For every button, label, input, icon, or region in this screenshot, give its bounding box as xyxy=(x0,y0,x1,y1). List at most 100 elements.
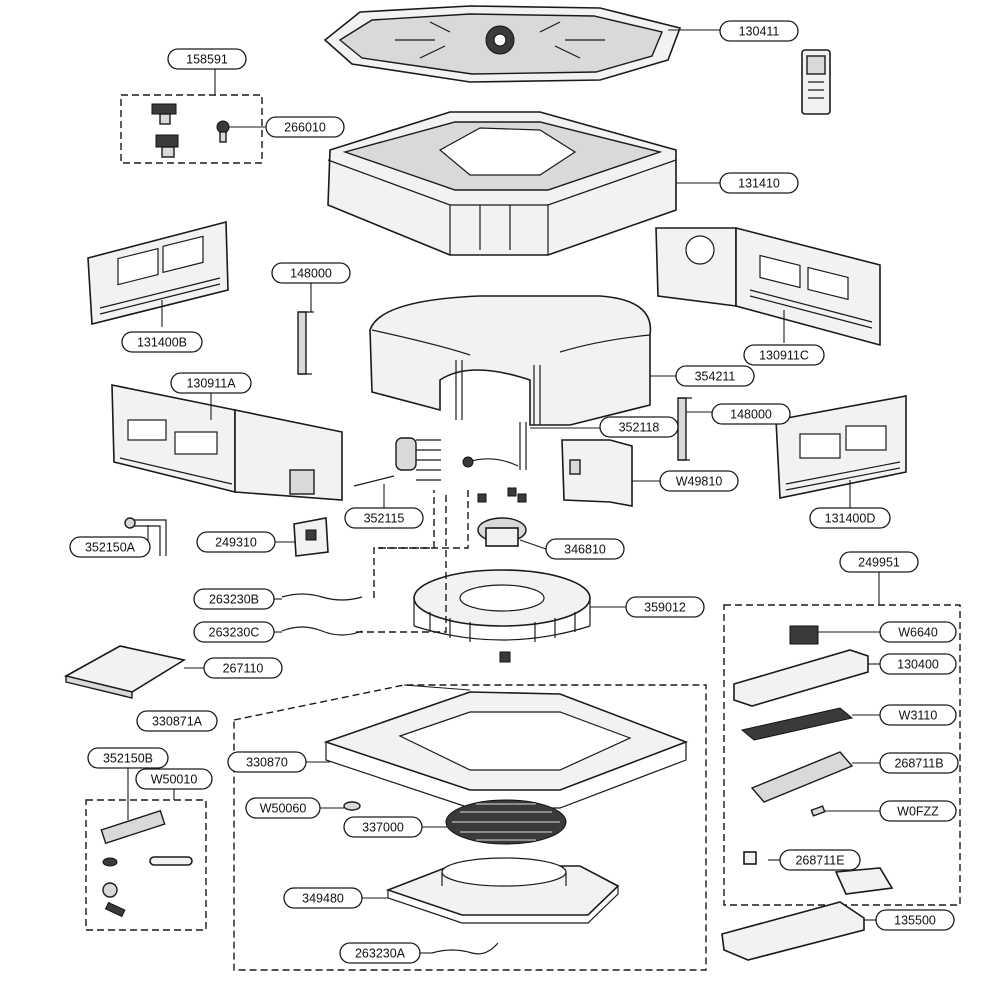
label-263230B: 263230B xyxy=(193,588,275,610)
part-249310-bracket xyxy=(293,517,329,557)
label-263230A: 263230A xyxy=(339,942,421,964)
part-352118-pipe xyxy=(462,422,527,470)
label-352118: 352118 xyxy=(599,416,679,438)
label-text: 131400D xyxy=(825,512,876,526)
label-130411: 130411 xyxy=(719,20,799,42)
label-text: W6640 xyxy=(898,626,938,640)
label-266010: 266010 xyxy=(265,116,345,138)
part-349480-bell-mouth xyxy=(385,857,620,924)
label-text: 131410 xyxy=(738,177,780,191)
label-131400D: 131400D xyxy=(809,507,891,529)
label-text: 268711B xyxy=(894,757,943,771)
label-text: W49810 xyxy=(676,475,723,489)
label-130911A: 130911A xyxy=(170,372,252,394)
label-148000-2: 148000 xyxy=(711,403,791,425)
label-249951: 249951 xyxy=(839,551,919,573)
label-249310: 249310 xyxy=(196,531,276,553)
label-text: 135500 xyxy=(894,914,936,928)
label-text: 158591 xyxy=(186,53,228,67)
label-352150A: 352150A xyxy=(69,536,151,558)
label-148000: 148000 xyxy=(271,262,351,284)
label-text: 268711E xyxy=(795,854,844,868)
label-text: 263230A xyxy=(355,947,406,961)
part-131400D-side-panel xyxy=(775,395,907,499)
part-158591-fasteners xyxy=(120,94,263,164)
label-text: 130400 xyxy=(897,658,939,672)
label-text: 352115 xyxy=(364,512,405,526)
label-337000: 337000 xyxy=(343,816,423,838)
label-158591: 158591 xyxy=(167,48,247,70)
label-268711E: 268711E xyxy=(779,849,861,871)
label-text: 263230B xyxy=(209,593,259,607)
part-148000-bracket-2 xyxy=(677,397,692,461)
label-135500: 135500 xyxy=(875,909,955,931)
part-330870-drain-pan xyxy=(233,651,707,971)
label-text: W50010 xyxy=(151,773,198,787)
label-text: 352150B xyxy=(103,752,153,766)
part-131410-casing xyxy=(327,111,677,256)
label-text: 346810 xyxy=(564,543,606,557)
label-text: 352118 xyxy=(619,421,660,435)
label-text: 148000 xyxy=(730,408,772,422)
part-249951-pcb-assembly xyxy=(723,604,961,906)
leader-lines xyxy=(127,29,880,954)
label-W50010: W50010 xyxy=(135,768,213,790)
label-W3110: W3110 xyxy=(879,704,957,726)
label-352150B: 352150B xyxy=(87,747,169,769)
part-135500-cover xyxy=(721,901,865,961)
label-130911C: 130911C xyxy=(743,344,825,366)
label-text: 130411 xyxy=(739,25,780,39)
label-263230C: 263230C xyxy=(193,621,275,643)
label-W49810: W49810 xyxy=(659,470,739,492)
label-text: 330871A xyxy=(152,715,203,729)
label-text: 130911A xyxy=(186,377,236,391)
part-W49810-control-box xyxy=(561,439,633,507)
label-W0FZZ: W0FZZ xyxy=(879,800,957,822)
label-131400B: 131400B xyxy=(121,331,203,353)
label-text: W50060 xyxy=(260,802,307,816)
label-text: W3110 xyxy=(899,709,938,723)
part-267110-cover xyxy=(63,645,187,699)
label-W6640: W6640 xyxy=(879,621,957,643)
part-131400B-side-panel xyxy=(87,220,229,326)
part-130911A-side-panel xyxy=(111,384,343,501)
label-text: 249951 xyxy=(858,556,900,570)
label-text: 131400B xyxy=(137,336,187,350)
label-text: 349480 xyxy=(302,892,344,906)
part-W50010-drain-kit xyxy=(85,799,207,931)
label-131410: 131410 xyxy=(719,172,799,194)
label-359012: 359012 xyxy=(625,596,705,618)
remote-controller xyxy=(801,49,831,115)
part-352115-pipe-assembly xyxy=(353,437,441,487)
part-263230A-wire xyxy=(431,942,499,955)
part-W50060-grommet xyxy=(343,801,361,811)
label-346810: 346810 xyxy=(545,538,625,560)
part-352150A-drain-pipe xyxy=(124,517,167,556)
part-337000-grille xyxy=(445,799,567,845)
label-354211: 354211 xyxy=(675,365,755,387)
part-148000-bracket xyxy=(297,311,314,375)
label-text: 354211 xyxy=(695,370,736,384)
label-text: 337000 xyxy=(362,821,404,835)
label-text: 148000 xyxy=(290,267,332,281)
label-330871A: 330871A xyxy=(136,710,218,732)
part-130411-top-plate xyxy=(323,5,682,83)
label-text: 263230C xyxy=(209,626,260,640)
label-text: 249310 xyxy=(215,536,257,550)
label-349480: 349480 xyxy=(283,887,363,909)
label-text: 352150A xyxy=(85,541,136,555)
part-263230-wires xyxy=(281,593,363,636)
label-text: W0FZZ xyxy=(897,805,939,819)
label-267110: 267110 xyxy=(203,657,283,679)
label-352115: 352115 xyxy=(344,507,424,529)
label-text: 267110 xyxy=(223,662,264,676)
label-text: 266010 xyxy=(284,121,326,135)
label-330870: 330870 xyxy=(227,751,307,773)
label-268711B: 268711B xyxy=(879,752,959,774)
part-354211-heat-exchanger xyxy=(369,295,652,426)
label-text: 130911C xyxy=(759,349,809,363)
part-130911C-side-panel xyxy=(655,226,881,347)
label-130400: 130400 xyxy=(879,653,957,675)
label-text: 359012 xyxy=(644,601,686,615)
